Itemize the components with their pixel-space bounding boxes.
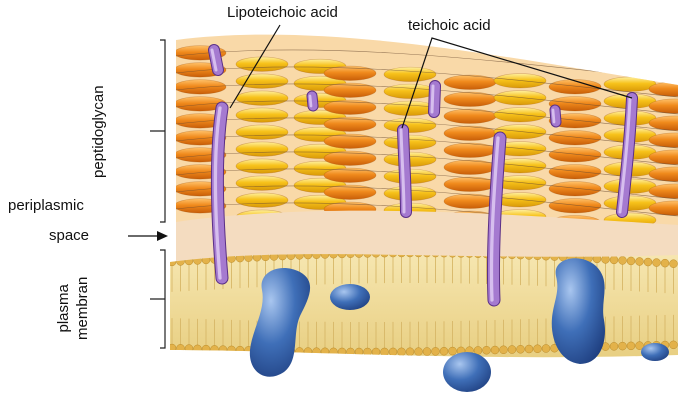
label-plasma-membrane: plasma membran: [55, 277, 93, 340]
lipid-head: [619, 256, 627, 264]
glycan-strand: [549, 131, 601, 145]
label-teichoic-acid: teichoic acid: [408, 18, 491, 33]
glycan-strand: [444, 126, 496, 140]
lipid-head: [330, 348, 338, 356]
lipid-head: [338, 348, 346, 356]
periplasmic-arrow-head: [157, 231, 168, 241]
lipid-head: [355, 348, 363, 356]
lipid-head: [670, 260, 678, 268]
glycan-strand: [549, 148, 601, 162]
glycan-strand: [604, 77, 656, 91]
glycan-strand: [236, 125, 288, 139]
lipid-head: [610, 256, 618, 264]
lipid-head: [627, 342, 635, 350]
lipid-head: [432, 347, 440, 355]
glycan-strand: [236, 159, 288, 173]
lipid-head: [423, 348, 431, 356]
glycan-strand: [236, 142, 288, 156]
lipid-head: [168, 258, 176, 266]
glycan-strand: [236, 108, 288, 122]
lipid-head: [296, 347, 304, 355]
glycan-strand: [549, 165, 601, 179]
glycan-strand: [384, 118, 436, 132]
lipid-head: [661, 259, 669, 267]
glycan-strand: [549, 199, 601, 213]
label-peptidoglycan: peptidoglycan: [90, 85, 109, 178]
lipid-head: [389, 348, 397, 356]
glycan-strand: [444, 194, 496, 208]
lipid-head: [406, 348, 414, 356]
membrane-protein: [443, 352, 491, 392]
teichoic-acid-stub-highlight: [310, 96, 311, 106]
lipid-head: [491, 346, 499, 354]
glycan-strand: [236, 57, 288, 71]
lipid-head: [347, 348, 355, 356]
lipid-head: [610, 342, 618, 350]
lipid-head: [602, 255, 610, 263]
teichoic-acid-stub-highlight: [432, 86, 433, 112]
glycan-strand: [384, 84, 436, 98]
lipid-head: [500, 346, 508, 354]
lipid-head: [321, 348, 329, 356]
glycan-strand: [549, 182, 601, 196]
lipid-head: [508, 346, 516, 354]
membrane-protein: [552, 258, 605, 364]
lipid-head: [653, 259, 661, 267]
glycan-strand: [384, 67, 436, 81]
label-space: space: [49, 228, 89, 243]
peptidoglycan-text: peptidoglycan: [90, 85, 109, 178]
glycan-strand: [236, 91, 288, 105]
lipid-head: [211, 345, 219, 353]
peptidoglycan-bracket: [150, 40, 165, 222]
glycan-strand: [384, 135, 436, 149]
plasma-membrane-bracket: [150, 250, 165, 348]
lipid-head: [534, 345, 542, 353]
lipid-head: [542, 344, 550, 352]
lipid-head: [449, 347, 457, 355]
lipid-head: [415, 348, 423, 356]
lipid-head: [517, 345, 525, 353]
lipid-head: [219, 346, 227, 354]
lipid-head: [636, 257, 644, 265]
lipid-head: [627, 257, 635, 265]
lipid-head: [381, 348, 389, 356]
lipid-head: [644, 258, 652, 266]
lipid-head: [168, 344, 176, 352]
lipid-head: [185, 345, 193, 353]
glycan-strand: [236, 176, 288, 190]
lipid-head: [236, 346, 244, 354]
teichoic-acid-stub-highlight: [553, 110, 554, 122]
glycan-strand: [604, 196, 656, 210]
glycan-strand: [444, 177, 496, 191]
lipid-head: [483, 346, 491, 354]
lipid-head: [440, 347, 448, 355]
lipid-head: [177, 344, 185, 352]
label-lipoteichoic-acid: Lipoteichoic acid: [227, 5, 338, 20]
lipid-head: [398, 348, 406, 356]
glycan-strand: [174, 80, 226, 94]
lipid-head: [364, 348, 372, 356]
glycan-strand: [444, 92, 496, 106]
glycan-strand: [444, 75, 496, 89]
lipid-head: [372, 348, 380, 356]
label-periplasmic: periplasmic: [8, 198, 84, 213]
plasma-text: plasma: [55, 277, 74, 340]
lipid-head: [313, 348, 321, 356]
lipid-head: [670, 341, 678, 349]
glycan-strand: [444, 109, 496, 123]
membrane-protein: [641, 343, 669, 361]
glycan-strand: [444, 160, 496, 174]
membrane-protein: [330, 284, 370, 310]
membran-text: membran: [74, 277, 93, 340]
lipid-head: [194, 345, 202, 353]
lipid-head: [525, 345, 533, 353]
lipid-head: [202, 345, 210, 353]
lipid-head: [304, 348, 312, 356]
glycan-strand: [236, 193, 288, 207]
lipid-head: [228, 346, 236, 354]
lipid-head: [619, 342, 627, 350]
glycan-strand: [444, 143, 496, 157]
